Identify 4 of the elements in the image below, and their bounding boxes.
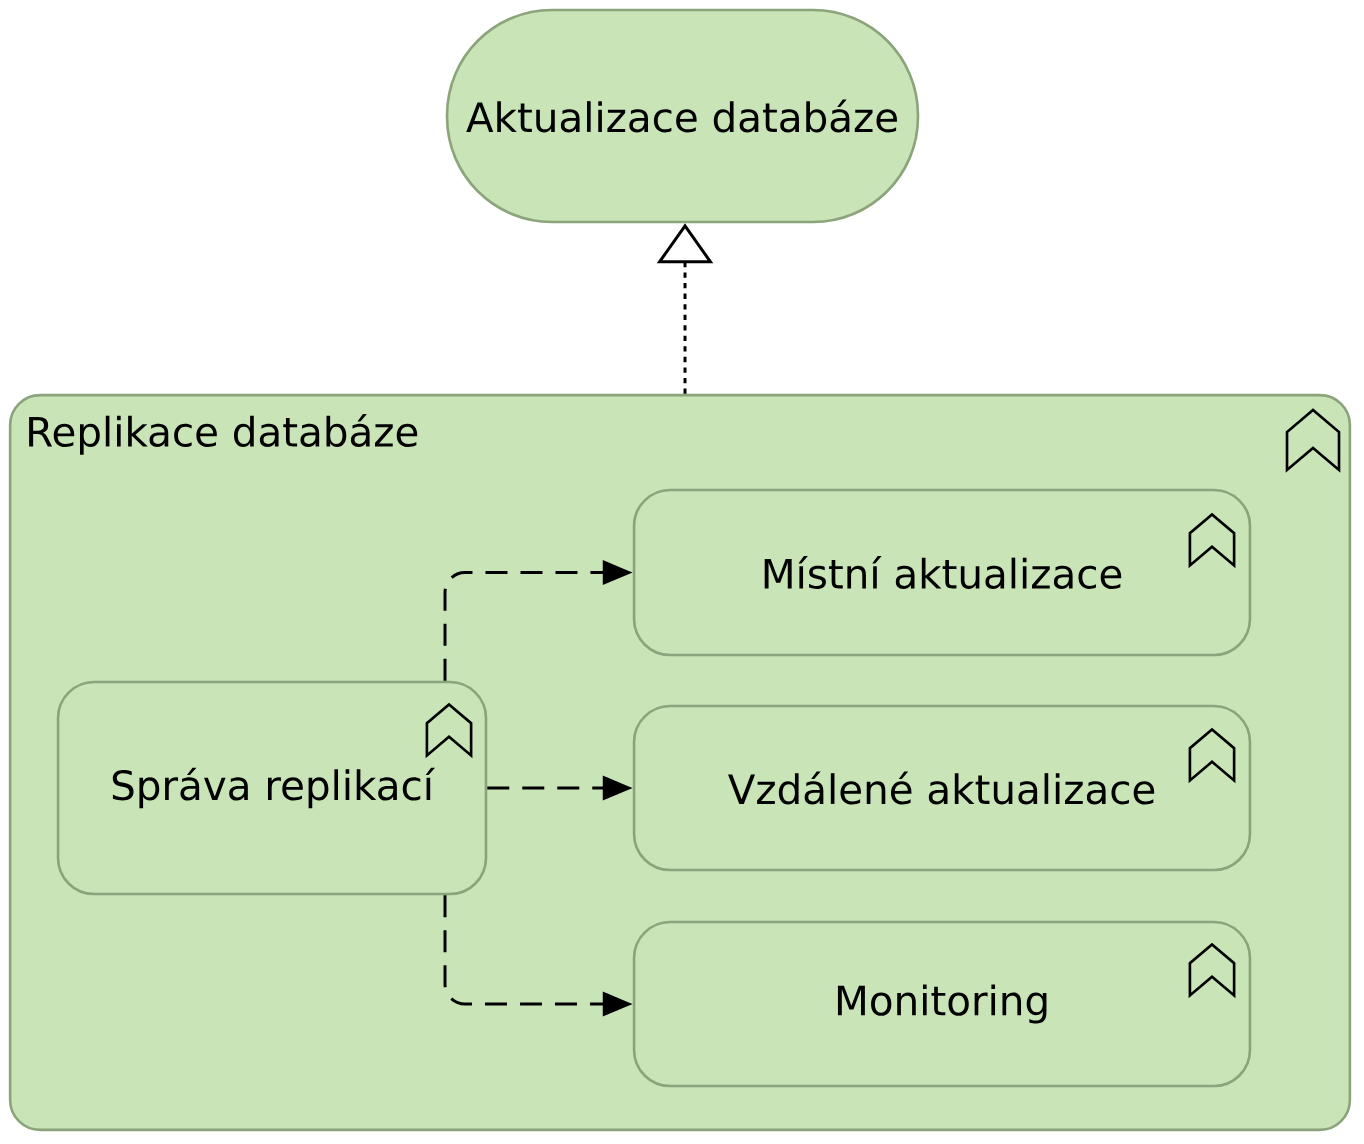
function-box: Místní aktualizace bbox=[632, 488, 1252, 657]
function-box: Správa replikací bbox=[56, 680, 488, 896]
function-box: Monitoring bbox=[632, 920, 1252, 1088]
function-box: Vzdálené aktualizace bbox=[632, 704, 1252, 872]
